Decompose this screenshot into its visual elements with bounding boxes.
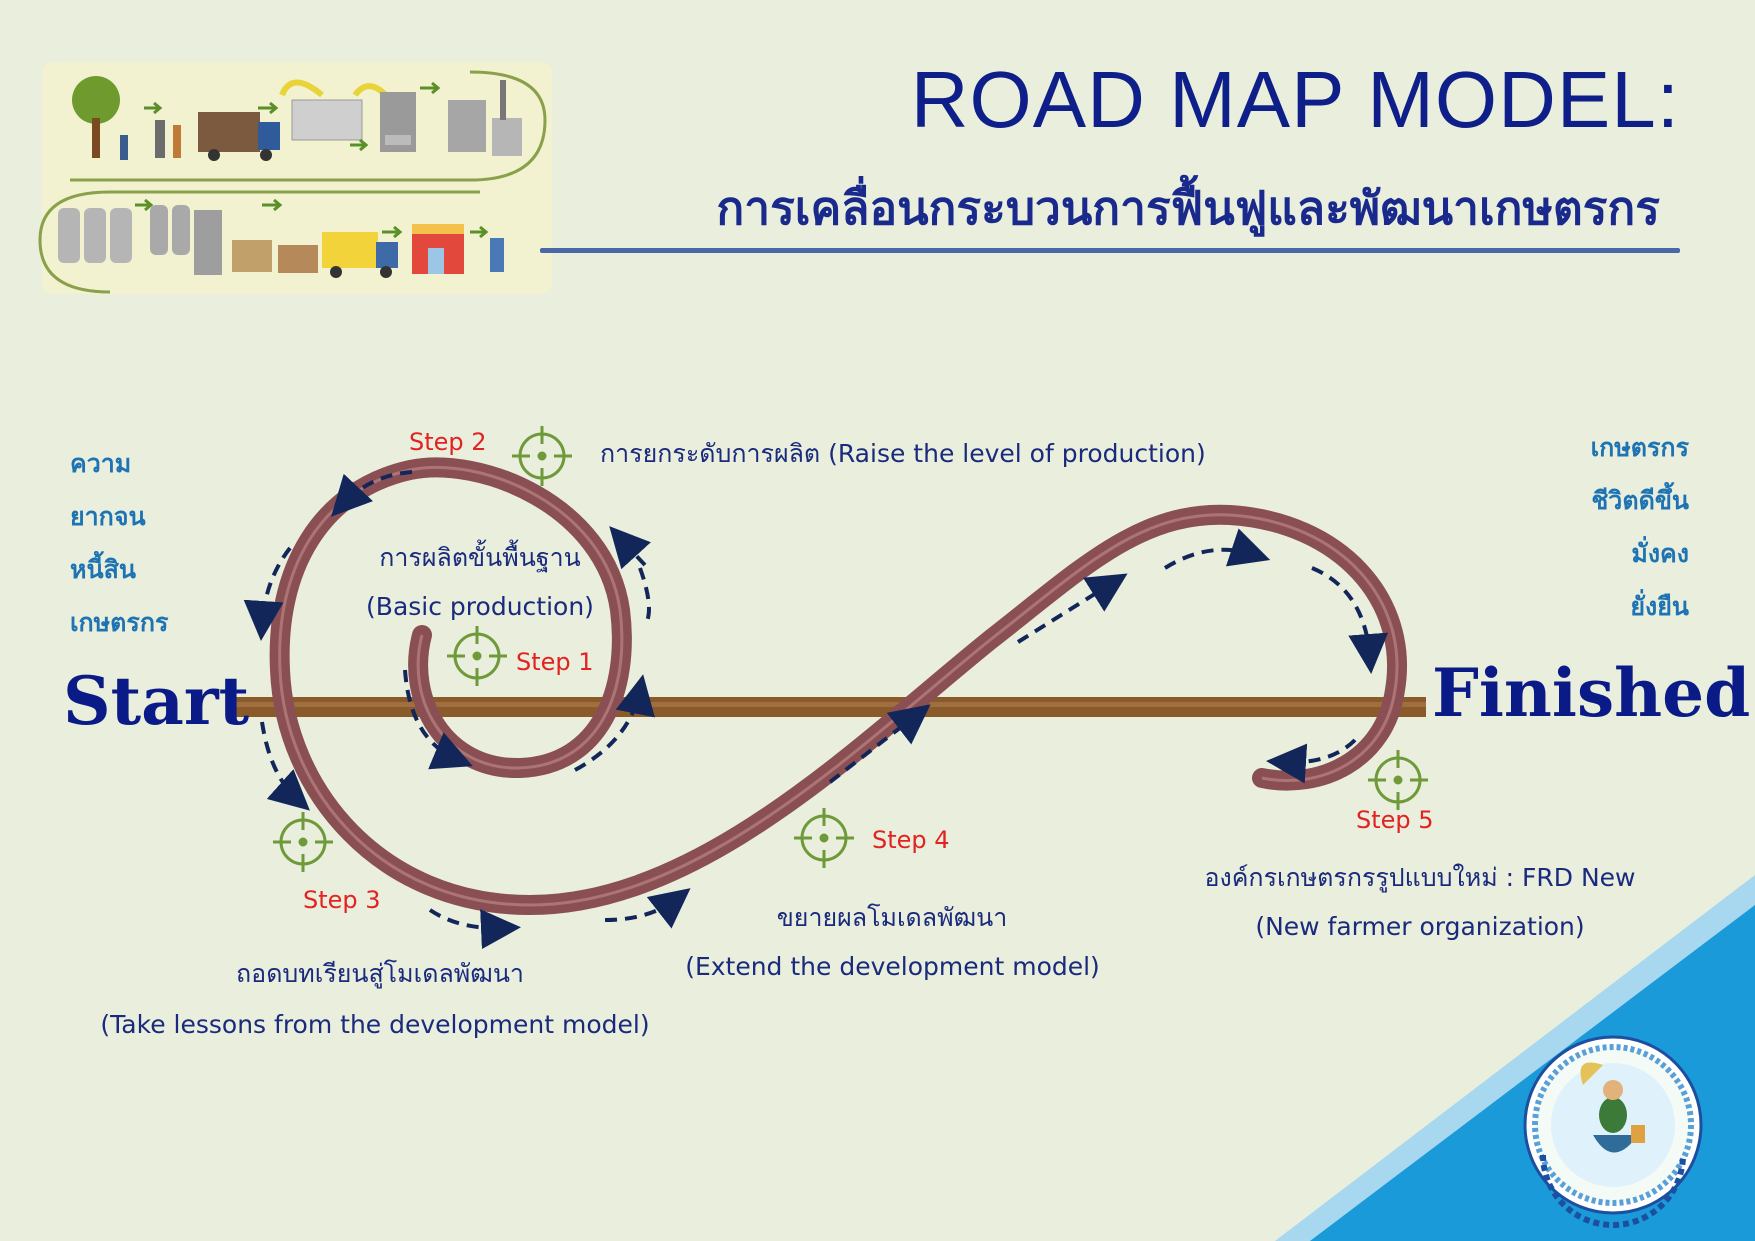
step-1-label: Step 1 (516, 648, 594, 676)
step-4-label: Step 4 (872, 826, 950, 854)
title-underline (540, 248, 1680, 253)
start-status-line: หนี้สิน (70, 555, 136, 584)
target-icon (273, 426, 1428, 872)
step-2-thai: การยกระดับการผลิต (600, 439, 821, 468)
organization-seal (1523, 1035, 1703, 1228)
finish-status-line: ยั่งยืน (1630, 592, 1689, 621)
finish-status-line: เกษตรกร (1590, 433, 1689, 462)
finished-label: Finished (1432, 654, 1751, 732)
step-3-thai: ถอดบทเรียนสู่โมเดลพัฒนา (236, 959, 524, 988)
start-label: Start (63, 662, 250, 740)
start-status-line: ยากจน (70, 502, 146, 531)
step-2-text: การยกระดับการผลิต (Raise the level of pr… (600, 434, 1206, 474)
dashed-arrow-icon (243, 470, 1389, 950)
page-title: ROAD MAP MODEL: (910, 55, 1680, 144)
step-5-label: Step 5 (1356, 806, 1434, 834)
step-1-english: (Basic production) (366, 592, 594, 621)
step-2-label: Step 2 (409, 428, 487, 456)
finish-status-line: มั่งคง (1631, 539, 1689, 568)
step-3-english: (Take lessons from the development model… (100, 1010, 650, 1039)
start-status-line: เกษตรกร (70, 608, 169, 637)
step-5-thai: องค์กรเกษตรกรรูปแบบใหม่ : FRD New (1204, 863, 1636, 892)
step-4-english: (Extend the development model) (685, 952, 1100, 981)
page-subtitle: การเคลื่อนกระบวนการฟื้นฟูและพัฒนาเกษตรกร (716, 181, 1660, 235)
start-status-line: ความ (70, 449, 132, 478)
process-illustration (38, 62, 552, 294)
step-1-thai: การผลิตขั้นพื้นฐาน (379, 543, 581, 572)
step-2-english: (Raise the level of production) (828, 439, 1206, 468)
step-5-english: (New farmer organization) (1255, 912, 1585, 941)
finish-status-line: ชีวิตดีขึ้น (1591, 486, 1689, 515)
step-3-label: Step 3 (303, 886, 381, 914)
step-4-thai: ขยายผลโมเดลพัฒนา (776, 903, 1008, 932)
